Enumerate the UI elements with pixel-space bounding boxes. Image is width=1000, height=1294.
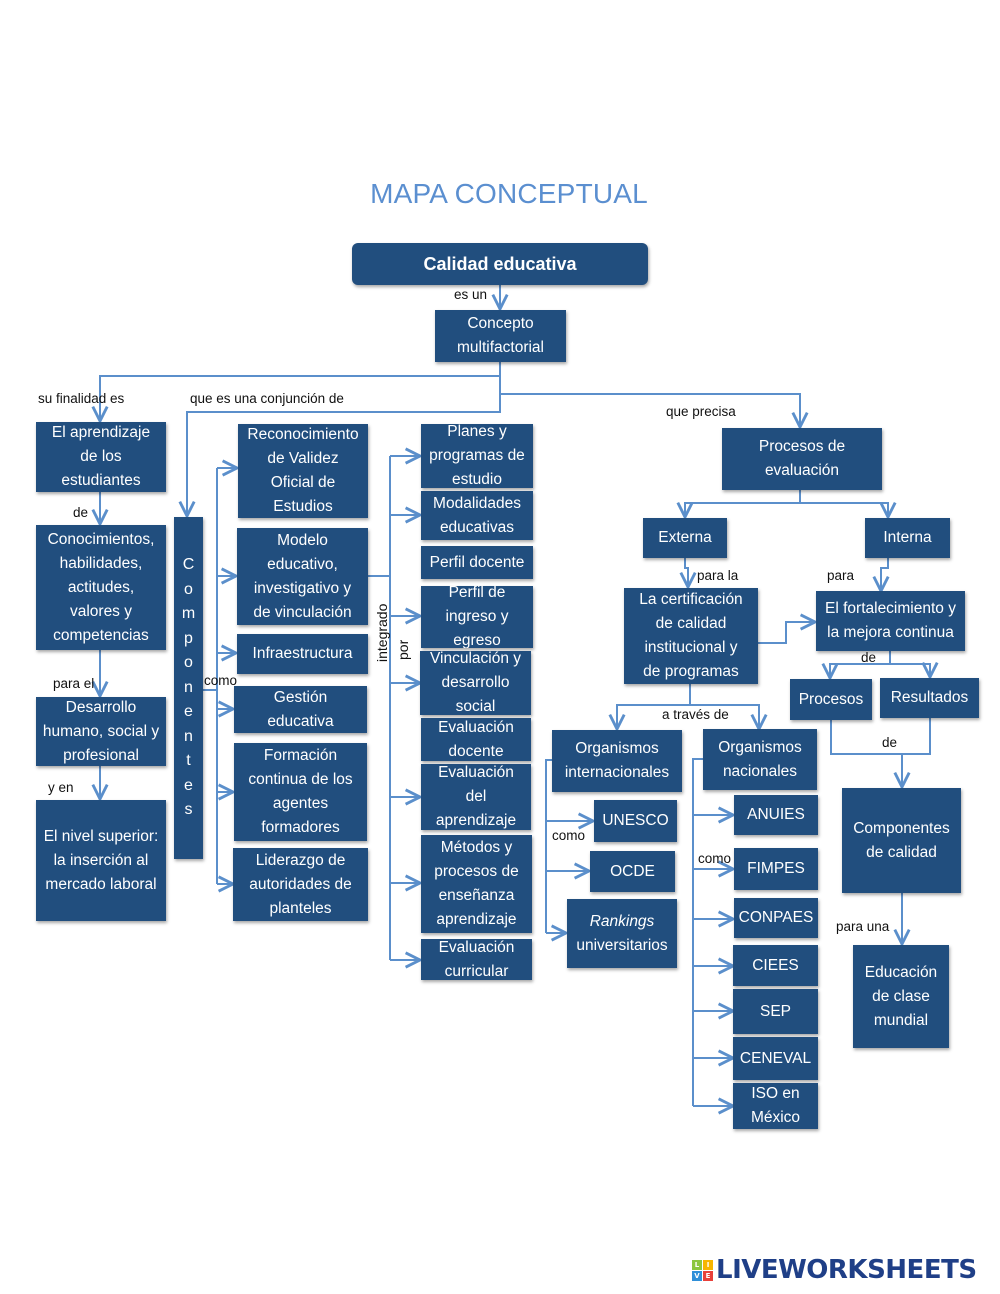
node-perfil-ingreso: Perfil de ingreso y egreso (421, 586, 533, 648)
node-procesos: Procesos (790, 679, 872, 720)
node-interna: Interna (865, 518, 950, 558)
logo-text: LIVEWORKSHEETS (716, 1255, 977, 1285)
node-gestion: Gestión educativa (234, 686, 367, 733)
node-externa: Externa (643, 518, 727, 558)
node-unesco: UNESCO (594, 800, 677, 842)
link-cert-org-nac (690, 704, 759, 729)
node-conpaes: CONPAES (734, 898, 818, 938)
label-de-procesos: de (882, 735, 898, 750)
node-anuies: ANUIES (734, 795, 818, 835)
componentes-letter: m (181, 605, 196, 623)
link-concepto-aprendizaje (100, 361, 501, 421)
node-org-nacionales: Organismos nacionales (703, 729, 817, 790)
componentes-letter: s (184, 801, 193, 819)
logo-tile: L (692, 1259, 702, 1270)
label-para-una: para una (836, 919, 890, 934)
label-y-en: y en (48, 780, 74, 795)
node-modalidades: Modalidades educativas (421, 491, 533, 540)
link-intl-vertical (545, 759, 552, 933)
node-procesos-evaluacion: Procesos de evaluación (722, 428, 882, 490)
label-a-traves: a través de (662, 707, 729, 722)
label-integrado: integrado (374, 603, 390, 662)
node-educacion-mundial: Educación de clase mundial (853, 945, 949, 1048)
link-procesos-split (685, 490, 801, 517)
label-para-la: para la (697, 568, 739, 583)
node-reconocimiento: Reconocimiento de Validez Oficial de Est… (238, 424, 368, 518)
node-infraestructura: Infraestructura (237, 634, 368, 674)
rankings-italic-text: Rankings (589, 912, 655, 930)
link-procesos-interna (800, 503, 888, 517)
node-calidad-educativa: Calidad educativa (352, 243, 648, 285)
node-sep: SEP (733, 989, 818, 1034)
node-ciees: CIEES (733, 945, 818, 986)
node-modelo: Modelo educativo, investigativo y de vin… (237, 528, 368, 625)
logo-tiles-icon: L I V E (692, 1259, 713, 1281)
node-certificacion: La certificación de calidad instituciona… (624, 588, 758, 684)
label-de-conocimientos: de (73, 505, 89, 520)
logo-tile: E (703, 1270, 713, 1281)
label-para: para (827, 568, 855, 583)
label-de-fortalecimiento: de (861, 650, 877, 665)
label-como-nacionales: como (698, 851, 732, 866)
node-perfil-docente: Perfil docente (421, 546, 533, 579)
logo-tile: V (692, 1270, 702, 1281)
node-conocimientos: Conocimientos, habilidades, actitudes, v… (36, 525, 166, 650)
node-fimpes: FIMPES (734, 848, 818, 890)
node-eval-curricular: Evaluación curricular (421, 939, 532, 980)
node-nivel-superior: El nivel superior: la inserción al merca… (36, 800, 166, 921)
link-nac-vertical (692, 758, 703, 1106)
node-resultados: Resultados (880, 678, 979, 718)
link-proc-res-join (830, 718, 931, 755)
node-ocde: OCDE (590, 851, 675, 892)
label-para-el: para el (53, 676, 95, 691)
link-fort-split (830, 651, 891, 678)
link-concepto-procesos (500, 393, 800, 427)
node-org-internacionales: Organismos internacionales (552, 730, 682, 792)
node-planes: Planes y programas de estudio (421, 424, 533, 488)
componentes-letter: n (184, 727, 193, 745)
liveworksheets-logo[interactable]: L I V E LIVEWORKSHEETS (692, 1255, 977, 1285)
componentes-letter: e (184, 776, 193, 794)
componentes-letter: o (184, 654, 193, 672)
link-cert-fort (758, 622, 815, 644)
node-fortalecimiento: El fortalecimiento y la mejora continua (816, 591, 965, 651)
componentes-letter: o (184, 580, 193, 598)
label-como-internacionales: como (552, 828, 586, 843)
node-componentes-calidad: Componentes de calidad (842, 788, 961, 893)
link-cert-org (617, 683, 691, 729)
label-como-componentes: como (204, 673, 238, 688)
label-es-un: es un (454, 287, 488, 302)
label-su-finalidad: su finalidad es (38, 391, 125, 406)
node-eval-docente: Evaluación docente (421, 718, 531, 761)
node-vinculacion: Vinculación y desarrollo social (420, 651, 531, 715)
node-concepto-multifactorial: Concepto multifactorial (435, 310, 566, 362)
label-que-precisa: que precisa (666, 404, 736, 419)
node-aprendizaje: El aprendizaje de los estudiantes (36, 422, 166, 492)
node-liderazgo: Liderazgo de autoridades de planteles (233, 848, 368, 921)
link-fort-resultados (890, 664, 930, 677)
page-title: MAPA CONCEPTUAL (370, 178, 648, 209)
componentes-letter: n (184, 678, 193, 696)
logo-tile: I (703, 1259, 713, 1270)
node-ceneval: CENEVAL (733, 1037, 818, 1080)
componentes-letter: t (186, 752, 191, 770)
node-metodos: Métodos y procesos de enseñanza aprendiz… (421, 835, 532, 933)
componentes-letter: e (184, 703, 193, 721)
label-conjuncion: que es una conjunción de (190, 391, 344, 406)
node-desarrollo: Desarrollo humano, social y profesional (36, 697, 166, 766)
node-eval-aprendizaje: Evaluación del aprendizaje (421, 764, 531, 830)
node-iso: ISO en México (733, 1083, 818, 1129)
node-formacion: Formación continua de los agentes formad… (234, 743, 367, 841)
componentes-letter: p (184, 629, 193, 647)
componentes-letter: C (182, 556, 195, 574)
label-por: por (395, 639, 411, 660)
